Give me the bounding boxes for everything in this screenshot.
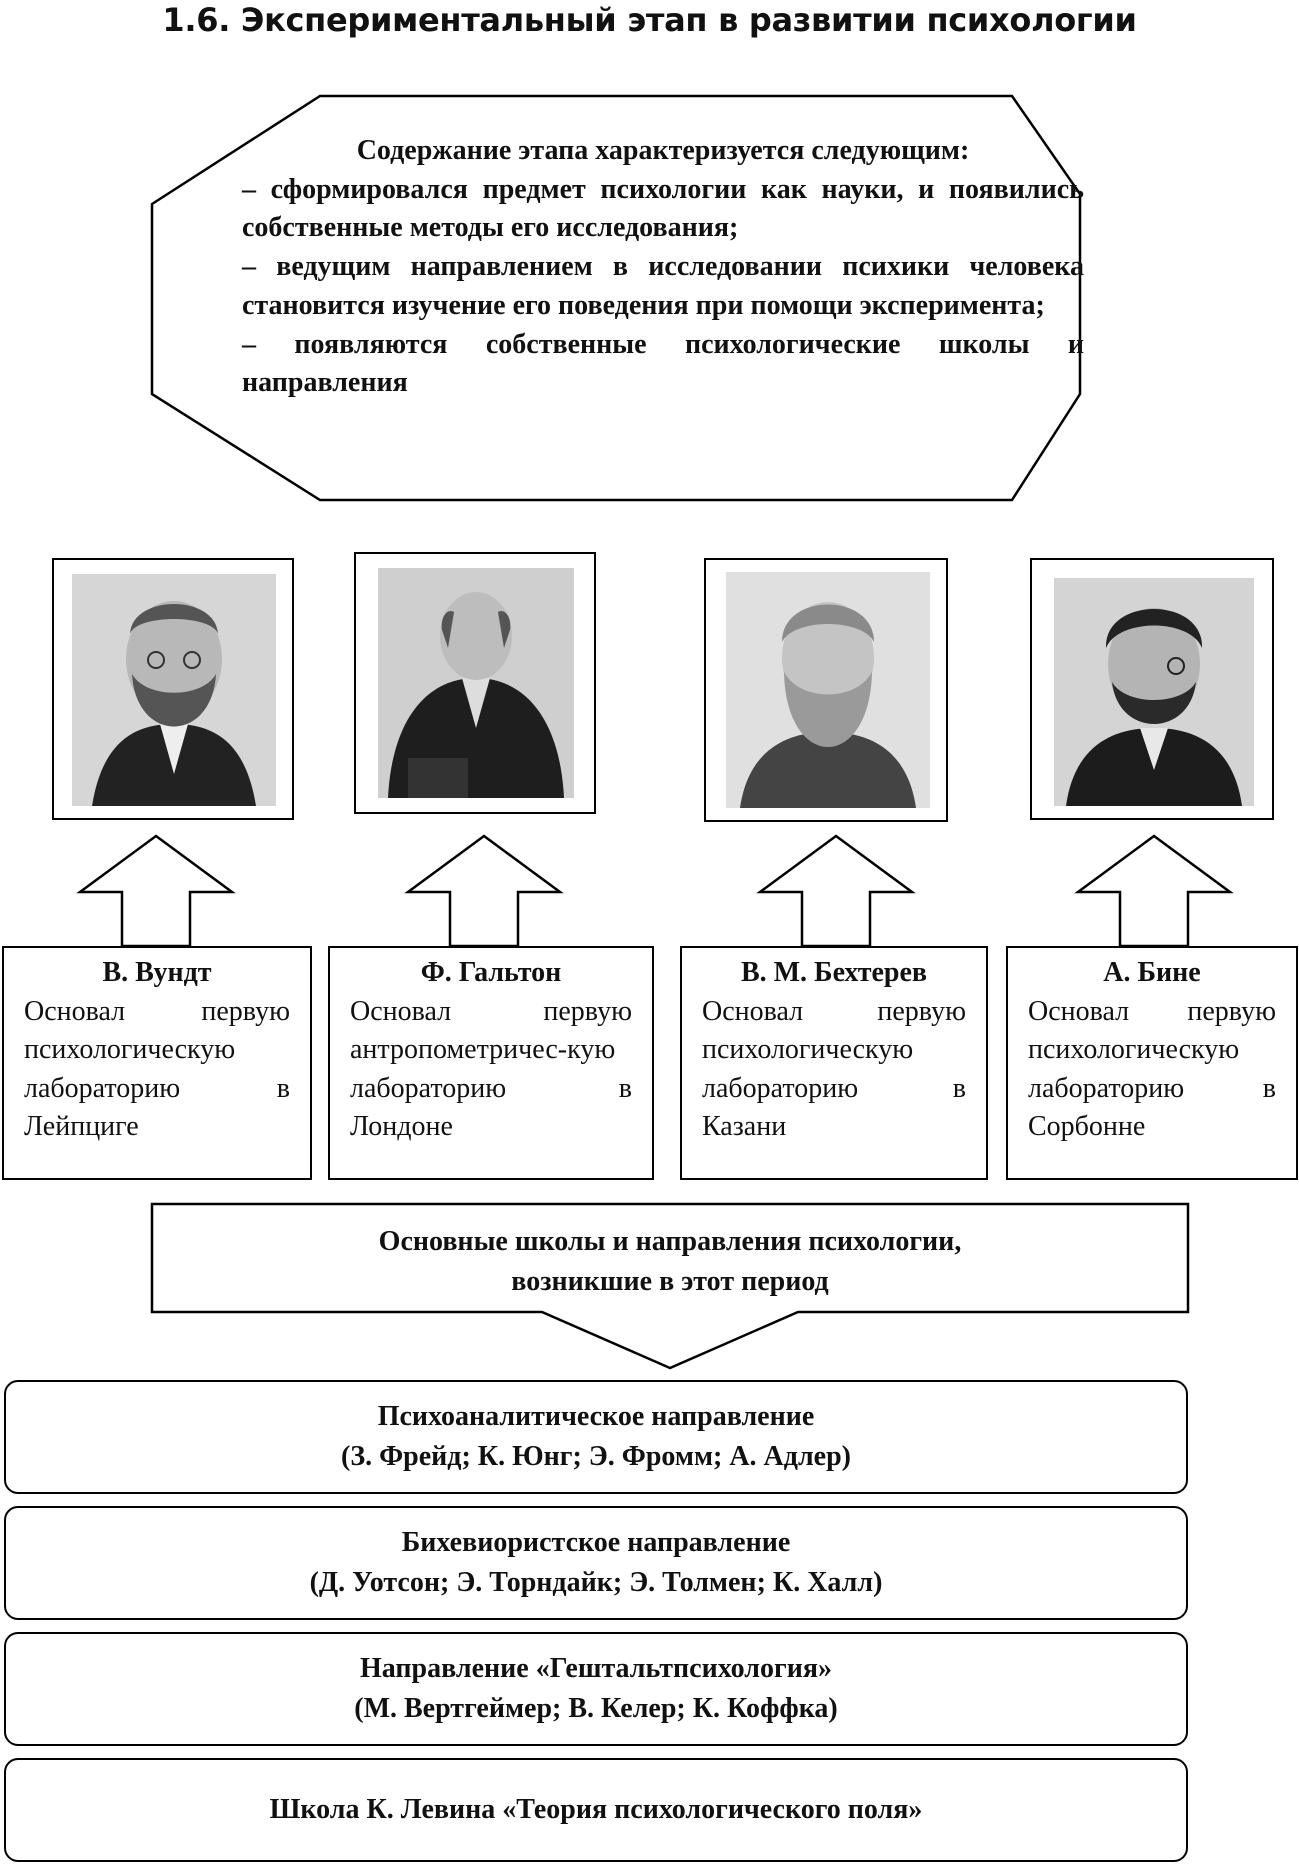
scientist-description: Основал первую психологическую лаборатор… — [702, 995, 966, 1143]
stage-content-item: – ведущим направлением в исследовании пс… — [242, 251, 1084, 321]
portrait-bekhterev — [704, 558, 948, 822]
scientist-name: Ф. Гальтон — [420, 957, 562, 988]
arrow-up — [756, 834, 916, 948]
arrow-up — [76, 834, 236, 948]
school-behaviorist: Бихевиористское направление (Д. Уотсон; … — [4, 1506, 1188, 1620]
stage-content-frame — [150, 94, 1082, 502]
arrow-up — [404, 834, 564, 948]
stage-content-item: – появляются собственные психологические… — [242, 328, 1084, 399]
portrait-binet-image — [1054, 578, 1254, 806]
page-title: 1.6. Экспериментальный этап в развитии п… — [162, 1, 1137, 39]
school-members: (М. Вертгеймер; В. Келер; К. Коффка) — [354, 1693, 838, 1724]
arrow-up — [1074, 834, 1234, 948]
school-lewin: Школа К. Левина «Теория психологического… — [4, 1758, 1188, 1862]
portrait-wundt-image — [72, 574, 276, 806]
scientist-description: Основал первую антропометричес-кую лабор… — [350, 995, 632, 1143]
scientist-name: В. М. Бехтерев — [740, 957, 928, 988]
school-psychoanalytic: Психоаналитическое направление (З. Фрейд… — [4, 1380, 1188, 1494]
portrait-wundt — [52, 558, 294, 820]
school-members: (Д. Уотсон; Э. Торндайк; Э. Толмен; К. Х… — [309, 1567, 883, 1598]
scientist-name: В. Вундт — [102, 957, 212, 988]
stage-content: Содержание этапа характеризуется следующ… — [242, 132, 1084, 403]
scientist-card-galton: Ф. Гальтон Основал первую антропометриче… — [328, 946, 654, 1180]
schools-heading-line: Основные школы и направления психологии, — [378, 1226, 962, 1257]
scientist-description: Основал первую психологическую лаборатор… — [24, 995, 290, 1143]
scientist-card-binet: А. Бине Основал первую психологическую л… — [1006, 946, 1298, 1180]
portrait-galton — [354, 552, 596, 814]
scientist-card-wundt: В. Вундт Основал первую психологическую … — [2, 946, 312, 1180]
portrait-galton-image — [378, 568, 574, 798]
portrait-binet — [1030, 558, 1274, 820]
school-name: Психоаналитическое направление — [377, 1401, 815, 1432]
school-name: Направление «Гештальтпсихология» — [360, 1653, 832, 1684]
schools-heading: Основные школы и направления психологии,… — [152, 1222, 1188, 1302]
school-members: (З. Фрейд; К. Юнг; Э. Фромм; А. Адлер) — [341, 1441, 851, 1472]
scientist-card-bekhterev: В. М. Бехтерев Основал первую психологич… — [680, 946, 988, 1180]
school-name: Школа К. Левина «Теория психологического… — [269, 1794, 923, 1825]
stage-content-item: – сформировался предмет психологии как н… — [242, 173, 1084, 244]
schools-heading-line: возникшие в этот период — [511, 1266, 829, 1297]
scientist-name: А. Бине — [1103, 957, 1201, 988]
school-name: Бихевиористское направление — [401, 1527, 791, 1558]
school-gestalt: Направление «Гештальтпсихология» (М. Вер… — [4, 1632, 1188, 1746]
portrait-bekhterev-image — [726, 572, 930, 808]
scientist-description: Основал первую психологическую лаборатор… — [1028, 995, 1276, 1143]
stage-content-heading: Содержание этапа характеризуется следующ… — [356, 135, 970, 166]
